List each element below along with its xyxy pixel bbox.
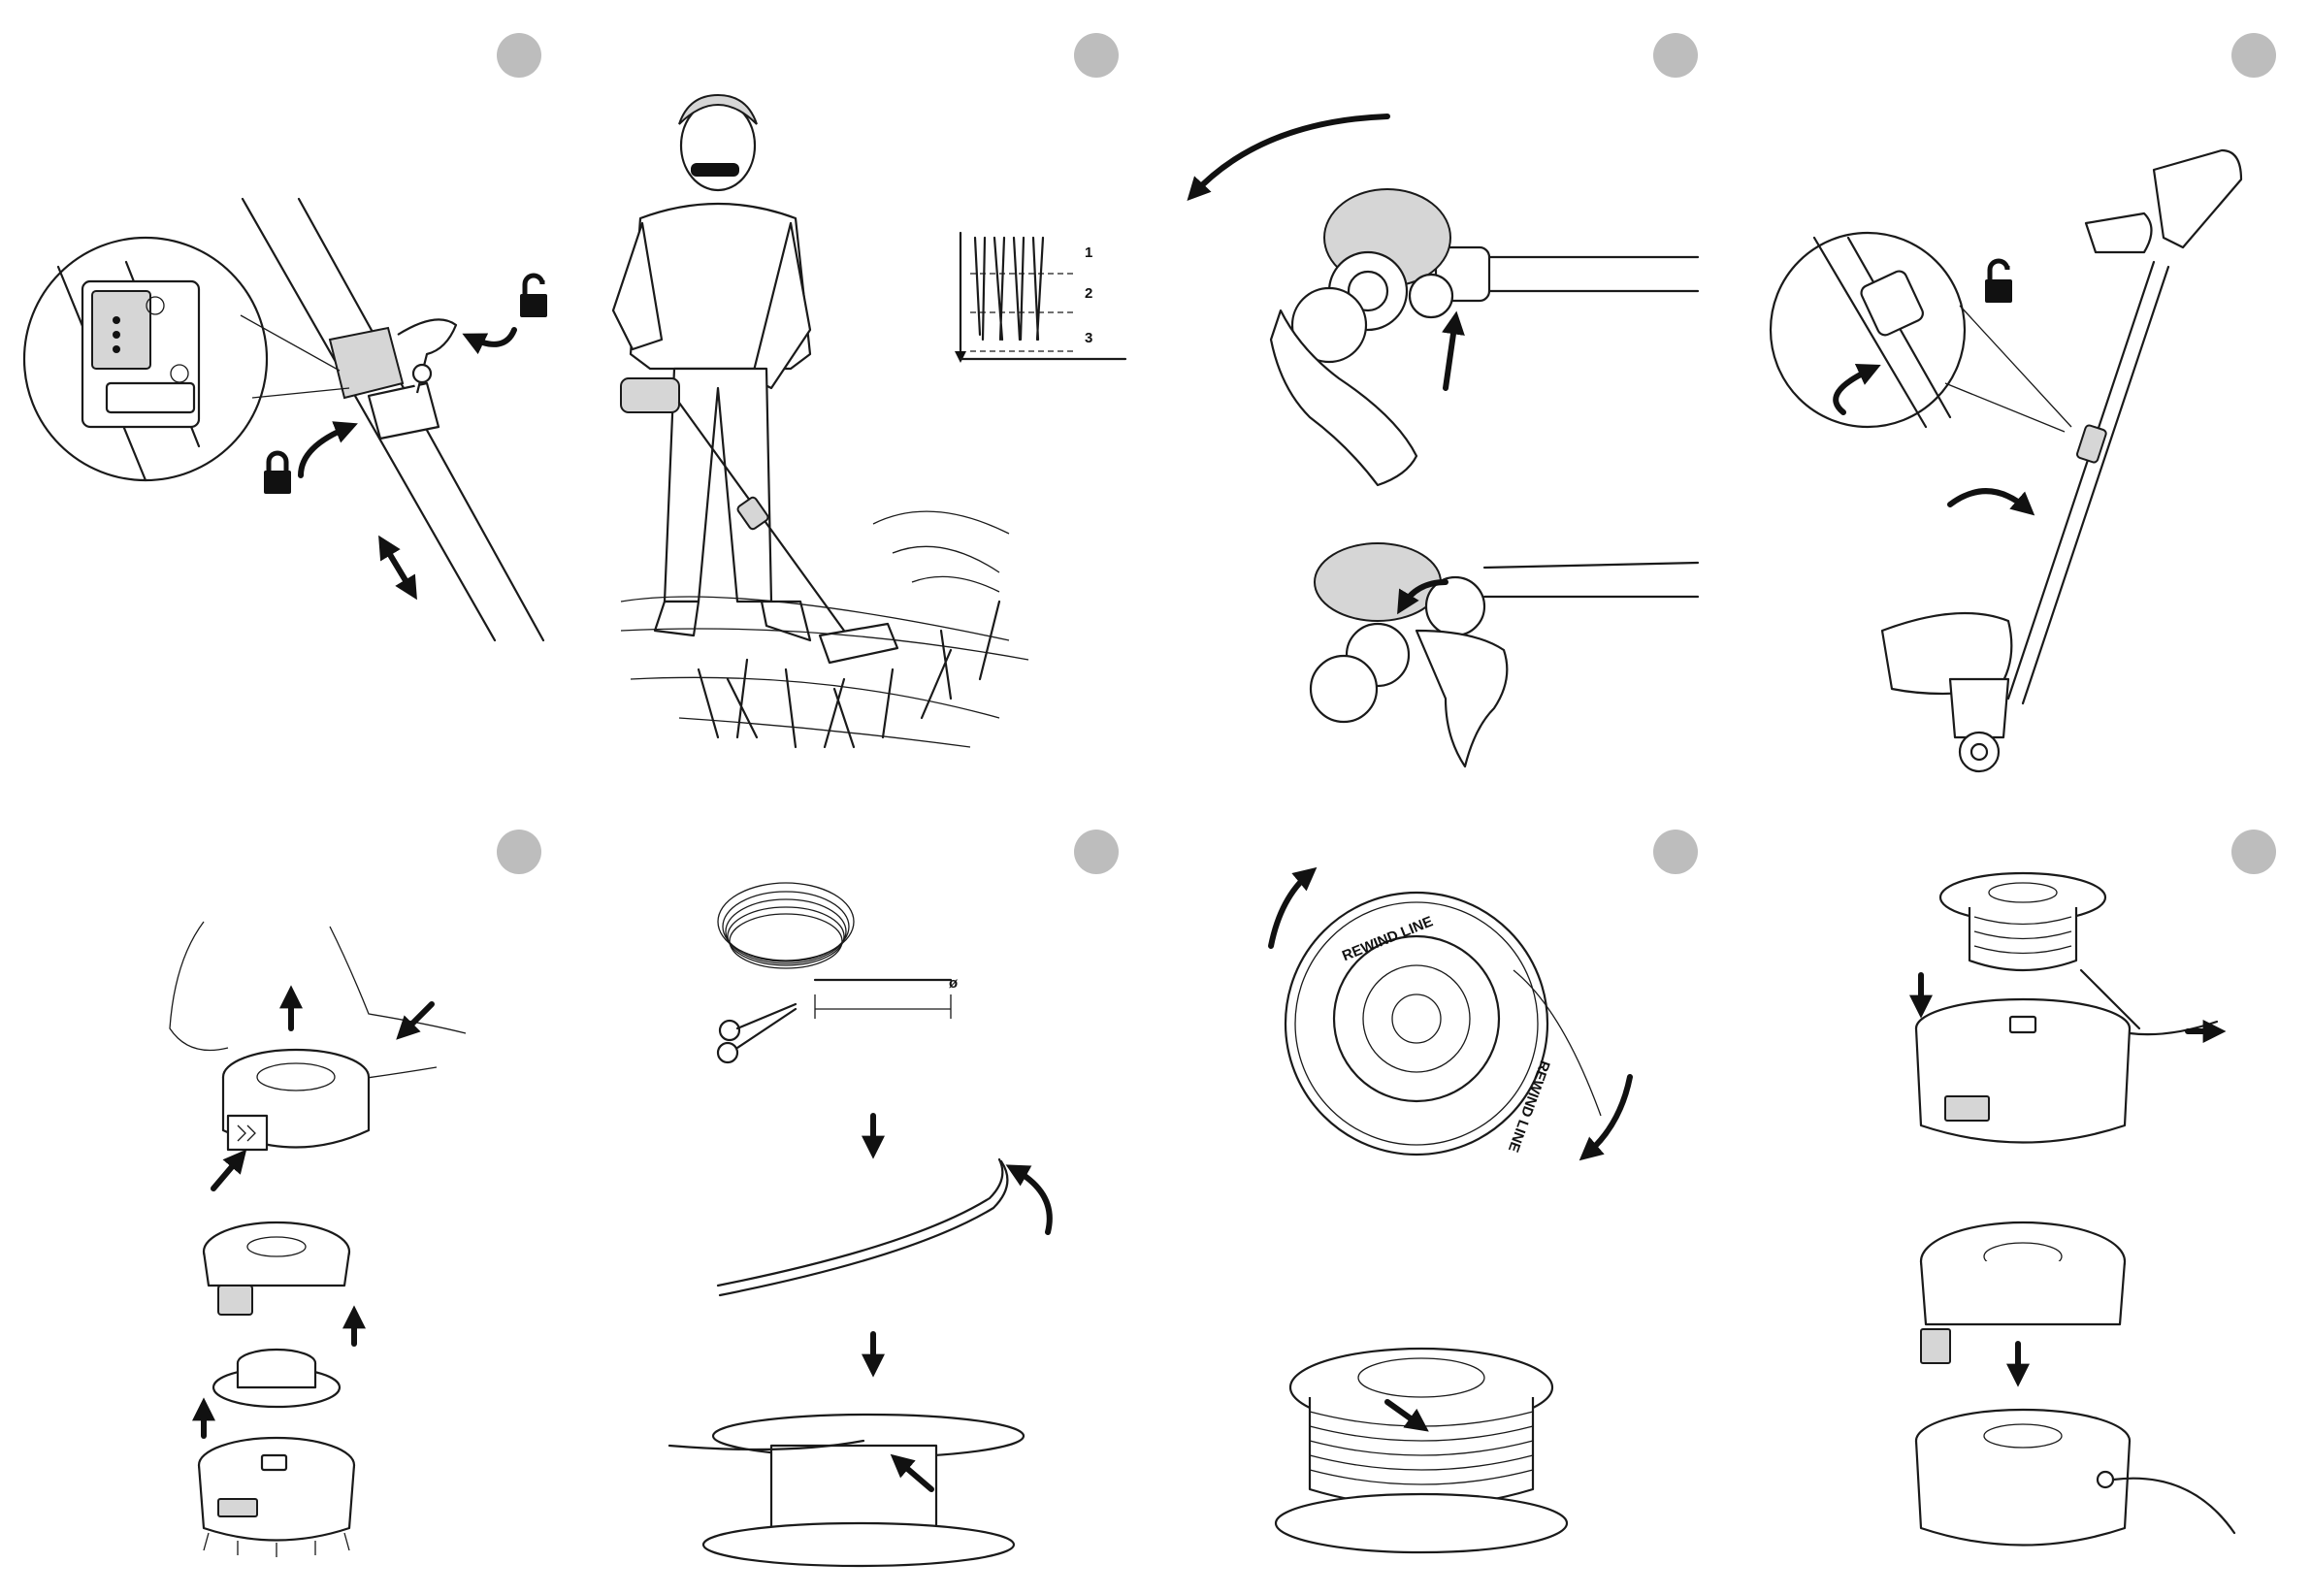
figure-badge-8 [2231, 830, 2276, 874]
panel-line-cutting: ø [669, 883, 1050, 1566]
panel-spool-removal [170, 922, 466, 1557]
bare-spool [669, 1415, 1024, 1566]
zoom-circle [24, 238, 349, 480]
wound-spool [1276, 1349, 1567, 1552]
rotate-arrow-icon [301, 427, 349, 475]
figure-badge-7 [1653, 830, 1698, 874]
figure-badge-2 [1074, 33, 1119, 78]
rotate-arrow-icon [1950, 491, 2028, 509]
height-level-2-label: 2 [1085, 285, 1092, 302]
rotate-arrow-icon [471, 330, 514, 344]
spool-exploded [199, 1222, 354, 1557]
figure-badge-3 [1653, 33, 1698, 78]
spool-insert [1916, 873, 2217, 1143]
figure-badge-6 [1074, 830, 1119, 874]
trimmer-head-top [1271, 189, 1698, 485]
rotate-arrow-icon [1586, 1077, 1630, 1155]
cutting-height-guide: 1 2 3 [955, 233, 1125, 363]
zoom-circle-2 [1771, 233, 2071, 432]
trimmer-body [1882, 150, 2241, 771]
cap-insert [1916, 1222, 2234, 1546]
scissors-icon [718, 1004, 796, 1062]
direction-arrow-icon [213, 1156, 241, 1189]
shaft-collar [330, 319, 456, 439]
line-coil: ø [718, 883, 959, 1019]
panel-rewind-spool: REWIND LINE REWIND LINE [1271, 873, 1630, 1552]
panel-shaft-adjust [24, 199, 547, 640]
rotate-arrow-icon [1271, 873, 1310, 946]
height-level-3-label: 3 [1085, 330, 1092, 346]
operator-figure [613, 95, 810, 640]
figure-badge-1 [497, 33, 541, 78]
trimmer-head-bottom [1311, 543, 1698, 766]
hands-on-spool [170, 922, 466, 1189]
panel-reassembly [1916, 873, 2234, 1546]
panel-full-trimmer [1771, 150, 2241, 771]
height-level-1-label: 1 [1085, 244, 1092, 261]
direction-arrow-icon [383, 543, 412, 592]
figure-badge-5 [497, 830, 541, 874]
direction-arrow-icon [1446, 320, 1455, 388]
rotate-arrow-icon [1014, 1169, 1050, 1232]
rotate-arrow-icon [1193, 116, 1387, 194]
line-diameter-symbol: ø [949, 975, 959, 992]
panel-operator-trimming: 1 2 3 [613, 95, 1125, 747]
trimmer-line-piece [718, 1159, 1002, 1286]
spool-face: REWIND LINE REWIND LINE [1271, 873, 1630, 1155]
unlock-icon [520, 276, 547, 317]
direction-arrow-icon [403, 1004, 432, 1033]
panel-head-rotation [1193, 116, 1698, 766]
lock-icon [264, 453, 291, 494]
figure-badge-4 [2231, 33, 2276, 78]
unlock-icon [1985, 261, 2012, 303]
